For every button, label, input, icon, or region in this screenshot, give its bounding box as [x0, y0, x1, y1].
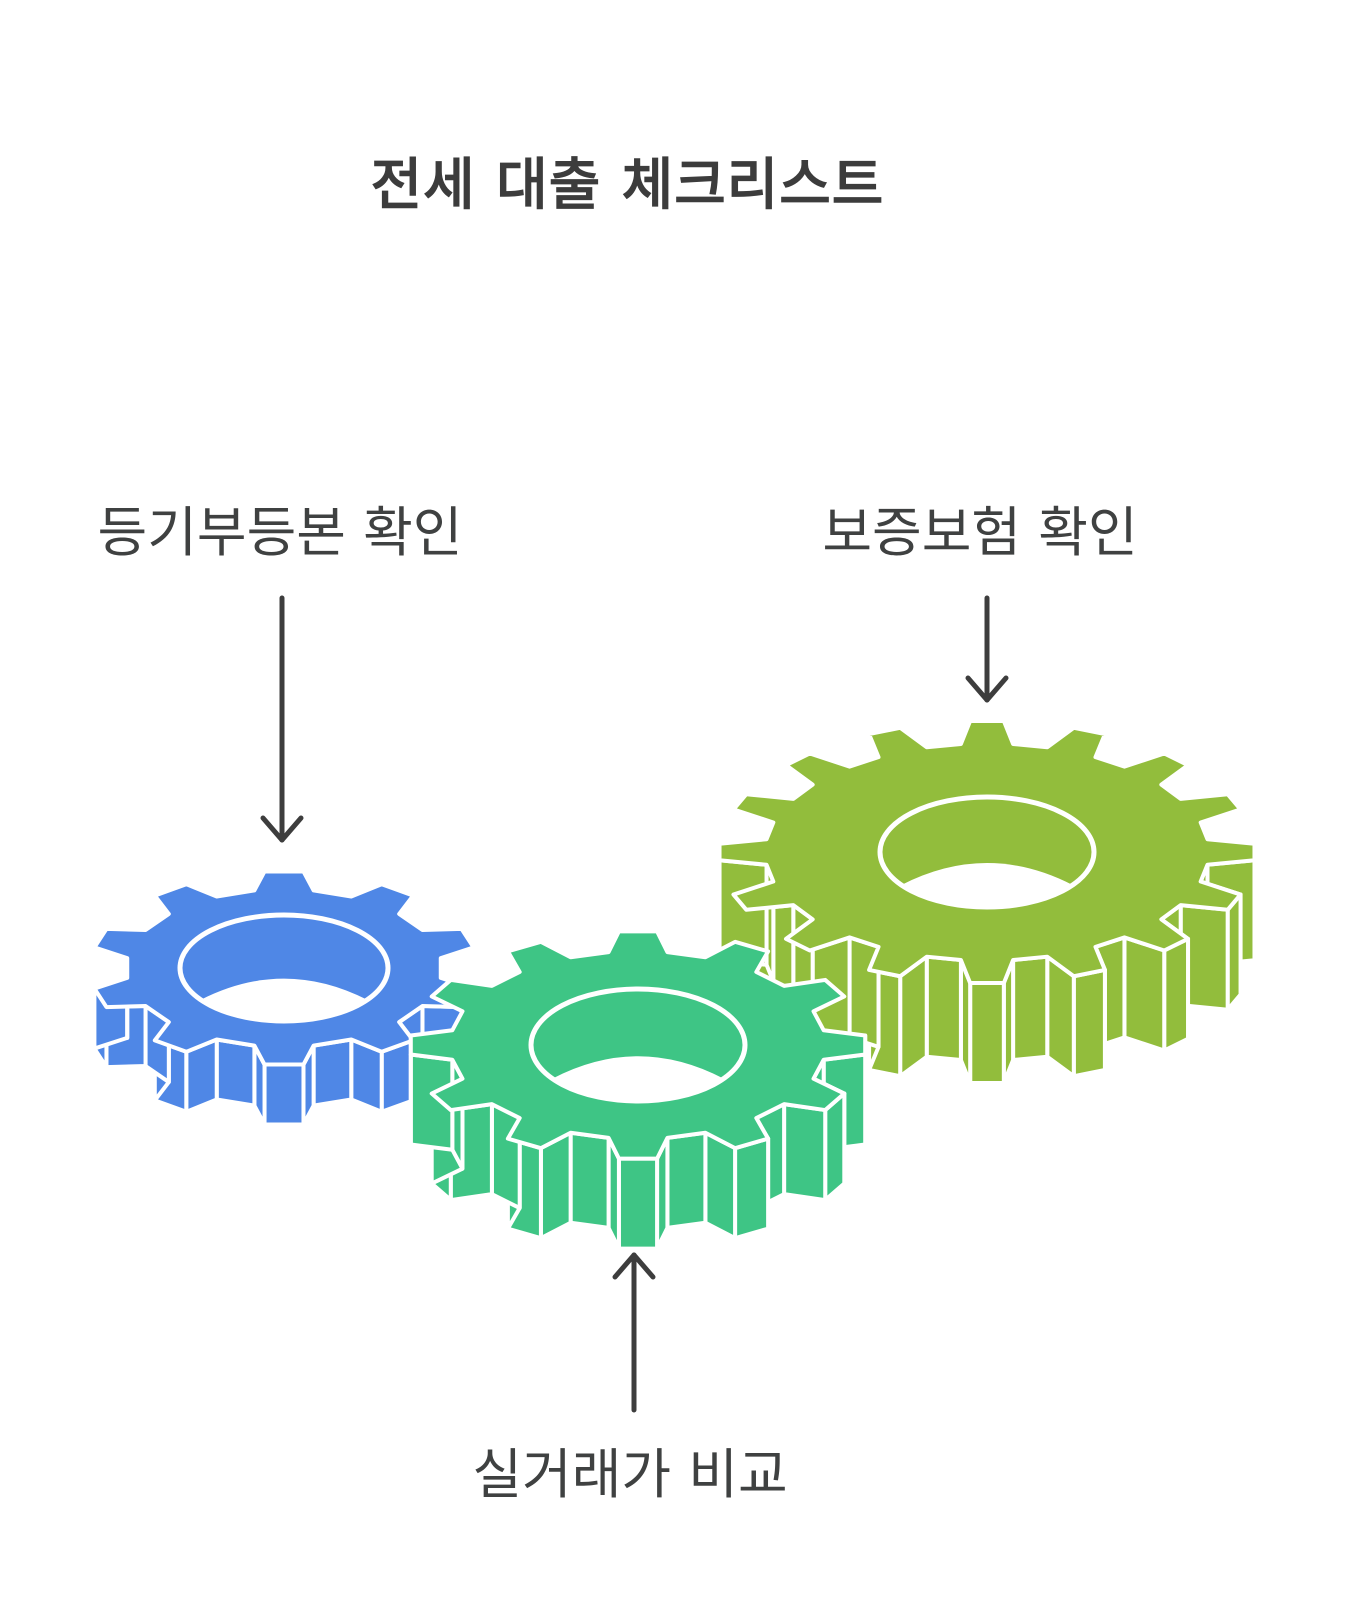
gear-side-face	[1071, 967, 1107, 1079]
gear-side-face	[1162, 936, 1191, 1053]
gear-hole-inner	[200, 978, 368, 1021]
gear-side-face	[924, 954, 963, 1063]
gear-side-face	[1122, 935, 1167, 1053]
label-price-compare: 실거래가 비교	[472, 1443, 788, 1506]
arrow-up-icon	[612, 1252, 656, 1413]
gear-side-face	[538, 1130, 573, 1241]
gear-side-face	[214, 1037, 257, 1108]
label-registry-check: 등기부등본 확인	[97, 501, 463, 564]
gear-hole-inner	[552, 1056, 724, 1101]
arrow-down-icon	[260, 595, 304, 843]
arrow-down-icon	[965, 595, 1009, 703]
gear-side-face	[568, 1130, 611, 1230]
gear-side-face	[733, 1136, 771, 1241]
gear-side-face	[262, 1062, 306, 1127]
gear-side-face	[616, 1156, 660, 1251]
gear-side-face	[489, 1102, 522, 1211]
page-title: 전세 대출 체크리스트	[370, 153, 885, 218]
gear-icon	[92, 869, 476, 1127]
gear-side-face	[311, 1037, 354, 1108]
gear-side-face	[703, 1130, 738, 1241]
gear-hole-inner	[901, 863, 1073, 907]
gear-side-face	[1011, 954, 1050, 1063]
gear-icon	[717, 718, 1257, 1086]
gear-side-face	[968, 981, 1006, 1086]
gear-side-face	[665, 1130, 708, 1230]
label-insurance-check: 보증보험 확인	[822, 501, 1138, 564]
gear-side-face	[782, 1102, 828, 1203]
gear-icon	[408, 929, 868, 1251]
